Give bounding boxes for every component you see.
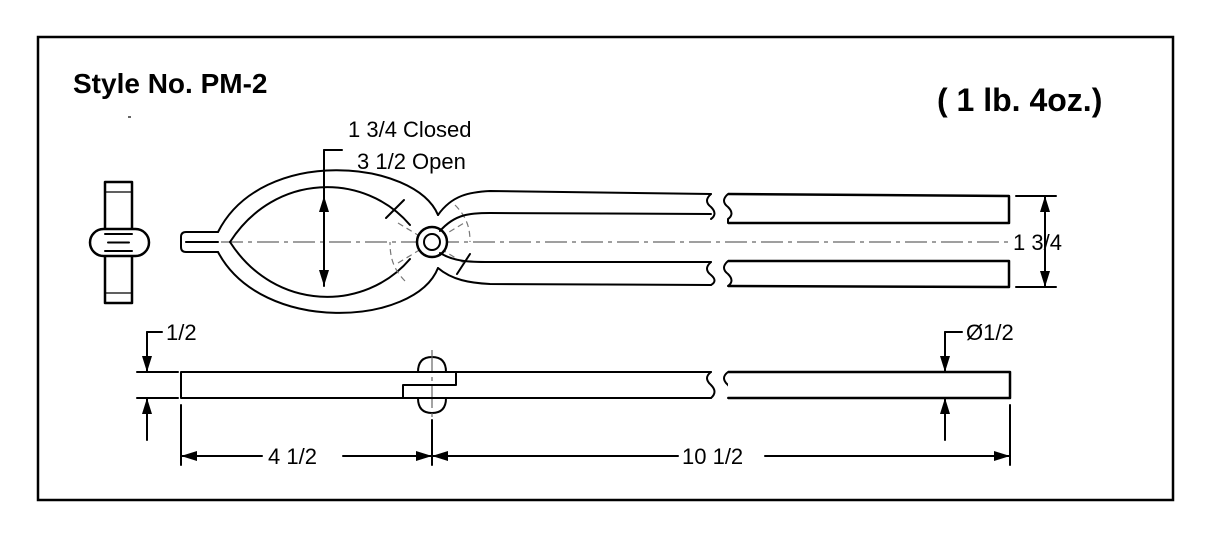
- jaw-closed-label: 1 3/4 Closed: [348, 117, 472, 142]
- length-dimensions: [180, 404, 1011, 466]
- handle-spread-label: 1 3/4: [1013, 230, 1062, 255]
- jaw-length-label: 4 1/2: [268, 444, 317, 469]
- diameter-dimension: [940, 331, 963, 441]
- drawing-frame: [36, 35, 1175, 502]
- handle-spread-dimension: [1015, 195, 1057, 288]
- jaw-opening-dimension: [319, 149, 343, 287]
- diameter-label: Ø1/2: [966, 320, 1014, 345]
- tongs-top-view: [180, 169, 1011, 314]
- tongs-side-view: [180, 350, 1012, 420]
- thickness-dimension: [136, 331, 179, 441]
- style-number-title: Style No. PM-2: [73, 68, 267, 99]
- handle-length-label: 10 1/2: [682, 444, 743, 469]
- jaw-open-label: 3 1/2 Open: [357, 149, 466, 174]
- thickness-label: 1/2: [166, 320, 197, 345]
- weight-label: ( 1 lb. 4oz.): [937, 82, 1102, 118]
- end-view: [88, 180, 151, 305]
